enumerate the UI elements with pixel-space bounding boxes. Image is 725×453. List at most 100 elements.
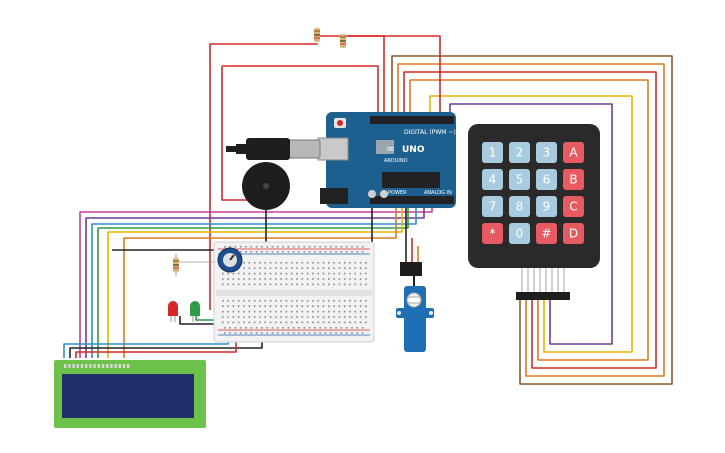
lcd-wire-cyan-vo[interactable] <box>63 270 229 358</box>
breadboard-rail-hole <box>340 251 343 253</box>
keypad-wire-purple-5[interactable] <box>449 103 613 345</box>
breadboard-hole <box>317 321 319 324</box>
top-red-wire-d[interactable] <box>222 65 379 112</box>
keypad-key-B[interactable]: B <box>563 169 584 190</box>
breadboard-hole <box>365 321 367 324</box>
lcd-pin[interactable] <box>122 364 126 368</box>
keypad-key-3[interactable]: 3 <box>536 142 557 163</box>
led-black-wire[interactable] <box>179 316 214 325</box>
usb-port[interactable] <box>317 137 349 161</box>
lcd-pin[interactable] <box>110 364 113 368</box>
breadboard-hole <box>253 300 256 302</box>
breadboard-hole <box>333 321 335 324</box>
lcd-pin[interactable] <box>89 364 92 368</box>
resistor-top-1[interactable] <box>314 28 320 42</box>
keypad-key-7[interactable]: 7 <box>482 196 503 217</box>
lcd-pin[interactable] <box>101 364 105 368</box>
keypad-key-C[interactable]: C <box>563 196 584 217</box>
lcd-wire-green[interactable] <box>97 200 409 358</box>
servo-connector[interactable] <box>400 262 422 276</box>
piezo-buzzer[interactable] <box>242 162 290 210</box>
lcd-pin[interactable] <box>80 364 84 368</box>
usb-cable[interactable] <box>226 138 321 160</box>
lcd-pin[interactable] <box>97 364 100 368</box>
breadboard-hole <box>343 278 346 280</box>
breadboard-hole <box>264 283 266 286</box>
keypad-key-1[interactable]: 1 <box>482 142 503 163</box>
power-jack[interactable] <box>320 188 348 204</box>
breadboard-hole <box>296 300 298 302</box>
breadboard-rail-hole <box>361 327 364 329</box>
lcd-wire-yellow[interactable] <box>107 200 403 358</box>
breadboard-hole <box>253 316 256 318</box>
keypad-wire-brown-outer[interactable] <box>391 55 673 385</box>
keypad-wire-orange-3[interactable] <box>409 79 649 361</box>
breadboard-rail-hole <box>314 251 316 253</box>
keypad-header[interactable] <box>516 292 570 300</box>
keypad-key-D[interactable]: D <box>563 223 584 244</box>
breadboard-hole <box>296 272 298 275</box>
keypad-wire-red-2[interactable] <box>403 71 657 369</box>
green-led[interactable] <box>190 301 200 322</box>
breadboard[interactable] <box>213 241 375 343</box>
breadboard-rail-hole <box>266 251 268 253</box>
breadboard-hole <box>227 278 229 280</box>
lcd-wire-cyan[interactable] <box>91 200 417 358</box>
keypad-key-A[interactable]: A <box>563 142 584 163</box>
lcd-pin[interactable] <box>127 364 130 368</box>
keypad-key-2[interactable]: 2 <box>509 142 530 163</box>
keypad-key-hash[interactable]: # <box>536 223 557 244</box>
breadboard-hole <box>264 262 266 264</box>
breadboard-rail-hole <box>229 327 231 329</box>
keypad-key-5[interactable]: 5 <box>509 169 530 190</box>
buzzer-red-wire[interactable] <box>221 66 250 201</box>
digital-header[interactable] <box>370 116 454 124</box>
lcd-pin[interactable] <box>118 364 121 368</box>
keypad-key-0[interactable]: 0 <box>509 223 530 244</box>
keypad-wire-orange-1[interactable] <box>397 63 665 377</box>
servo-motor[interactable] <box>396 262 434 352</box>
keypad-key-9[interactable]: 9 <box>536 196 557 217</box>
breadboard-hole <box>248 272 251 275</box>
lcd-pin[interactable] <box>106 364 109 368</box>
top-red-wire-c[interactable] <box>320 35 441 112</box>
breadboard-hole <box>296 262 298 264</box>
lcd-wire-orange[interactable] <box>123 200 397 358</box>
breadboard-hole <box>290 267 293 269</box>
breadboard-rail-hole <box>224 327 226 329</box>
analog-header[interactable] <box>370 196 454 204</box>
red-led[interactable] <box>168 301 178 322</box>
keypad-key-label: A <box>569 146 578 160</box>
breadboard-hole <box>269 267 272 269</box>
lcd-pin[interactable] <box>72 364 75 368</box>
keypad-key-star[interactable]: * <box>482 223 503 244</box>
keypad-key-label: 6 <box>543 173 551 187</box>
breadboard-hole <box>237 310 240 313</box>
uno-label: UNO <box>402 145 425 155</box>
lcd-pin[interactable] <box>85 364 88 368</box>
breadboard-rail-hole <box>314 332 316 334</box>
lcd-pin[interactable] <box>68 364 71 368</box>
breadboard-hole <box>232 316 235 318</box>
lcd-wire-red-vcc[interactable] <box>75 334 237 358</box>
resistor-left[interactable] <box>173 254 214 276</box>
lcd-wire-purple[interactable] <box>85 200 425 358</box>
breadboard-hole <box>301 283 304 286</box>
lcd-pin[interactable] <box>93 364 96 368</box>
top-red-wire[interactable] <box>209 43 318 310</box>
keypad-key-6[interactable]: 6 <box>536 169 557 190</box>
lcd-pin[interactable] <box>114 364 117 368</box>
lcd-16x2[interactable] <box>54 360 206 428</box>
breadboard-rail-hole <box>250 251 253 253</box>
lcd-pin[interactable] <box>76 364 79 368</box>
potentiometer[interactable] <box>217 247 243 273</box>
arduino-uno-board[interactable]: DIGITAL (PWM ~) ∞ UNO ARDUINO ANALOG IN … <box>317 112 456 208</box>
keypad-wire-yellow-4[interactable] <box>429 95 633 353</box>
keypad-key-8[interactable]: 8 <box>509 196 530 217</box>
lcd-pin[interactable] <box>64 364 67 368</box>
breadboard-hole <box>243 262 245 264</box>
keypad-key-4[interactable]: 4 <box>482 169 503 190</box>
keypad-key-label: 8 <box>516 200 524 214</box>
resistor-top-2[interactable] <box>340 34 346 48</box>
